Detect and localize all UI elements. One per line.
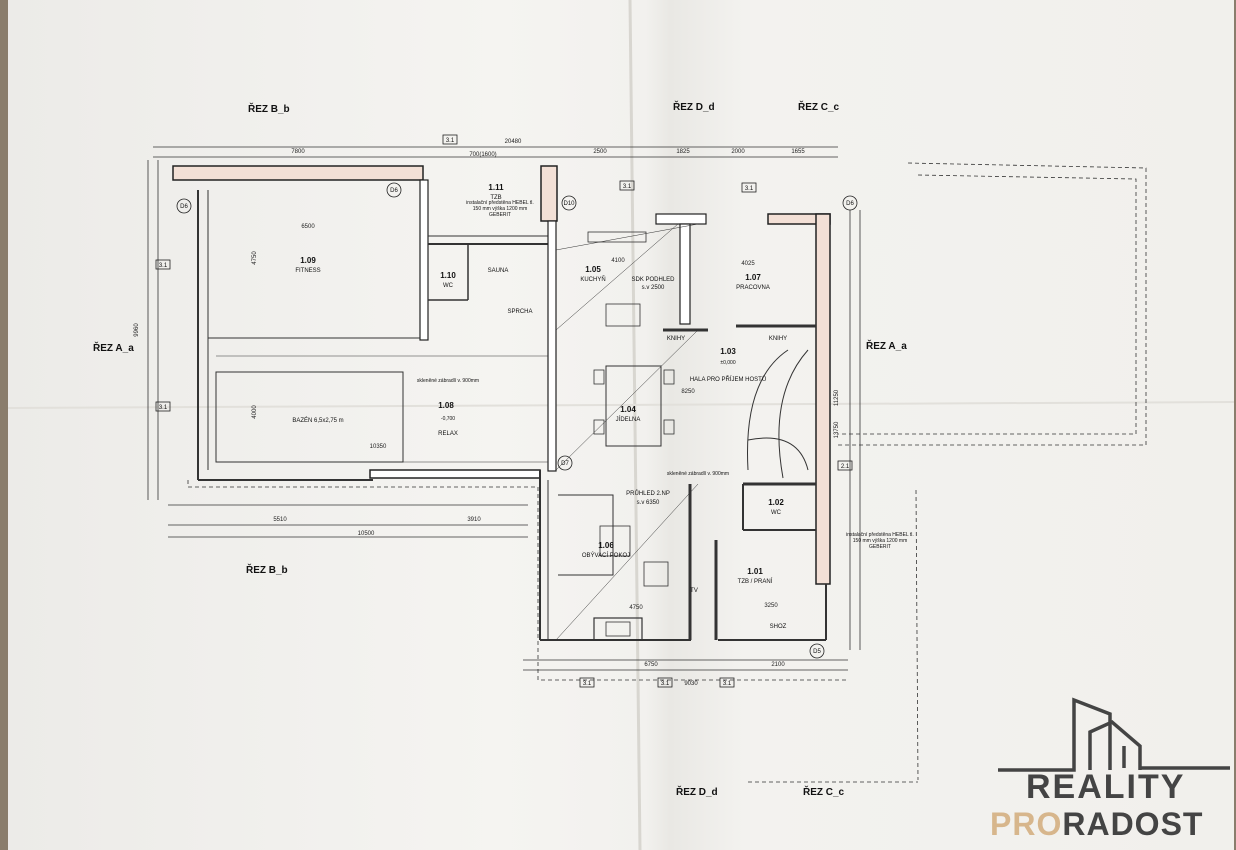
section-mark-a-left: ŘEZ A_a <box>93 341 134 354</box>
dim-text: 4750 <box>252 251 258 265</box>
detail-mark: D7 <box>561 461 569 467</box>
room-name: WC <box>771 510 782 516</box>
dim-text: 2000 <box>731 149 745 155</box>
dim-text: 4750 <box>629 605 643 611</box>
label-pruhled-level: s.v 6350 <box>637 500 660 506</box>
section-mark-b-bottom: ŘEZ B_b <box>246 563 288 576</box>
section-mark-a-right: ŘEZ A_a <box>866 339 907 352</box>
room-name: HALA PRO PŘÍJEM HOSTŮ <box>690 375 766 383</box>
dim-text: 13750 <box>834 421 840 438</box>
grid-mark: 3.1 <box>723 681 732 687</box>
room-name: WC <box>443 283 454 289</box>
detail-mark: D6 <box>180 204 188 210</box>
detail-mark: D6 <box>846 201 854 207</box>
dim-text: 2100 <box>771 662 785 668</box>
logo-line-proradost: PRORADOST <box>990 806 1203 843</box>
room-name: OBÝVACÍ POKOJ <box>582 552 630 559</box>
dim-text: 1825 <box>676 149 690 155</box>
label-relax: RELAX <box>438 431 458 437</box>
room-number: 1.03 <box>720 347 736 356</box>
room-name: BAZÉN 6,5x2,75 m <box>292 417 343 424</box>
dim-text: 9960 <box>134 323 140 337</box>
blueprint-paper: ŘEZ B_b ŘEZ D_d ŘEZ C_c ŘEZ A_a ŘEZ A_a … <box>8 0 1234 850</box>
note-hebel-top: instalační předstěna HEBEL tl. 150 mm vý… <box>466 200 534 218</box>
dim-text: 5510 <box>273 517 287 523</box>
label-knihy: KNIHY <box>667 336 685 342</box>
room-name: TZB <box>490 195 501 201</box>
room-number: 1.04 <box>620 405 636 414</box>
dim-text: 7800 <box>291 149 305 155</box>
logo-radost: RADOST <box>1062 806 1204 842</box>
dim-text: 4025 <box>741 261 755 267</box>
floor-plan: ŘEZ B_b ŘEZ D_d ŘEZ C_c ŘEZ A_a ŘEZ A_a … <box>8 0 1234 850</box>
room-number: 1.07 <box>745 273 761 282</box>
dim-text: 8250 <box>681 389 695 395</box>
note-hebel-right: instalační předstěna HEBEL tl. 150 mm vý… <box>846 532 914 550</box>
grid-mark: 3.1 <box>583 681 592 687</box>
label-sprcha: SPRCHA <box>507 309 532 315</box>
dim-text: 6750 <box>644 662 658 668</box>
room-name: JÍDELNA <box>616 416 641 423</box>
dim-text: 3910 <box>467 517 481 523</box>
room-name: PRACOVNA <box>736 285 770 291</box>
dim-text: 4000 <box>252 405 258 419</box>
dim-text: 6500 <box>301 224 315 230</box>
label-tv: TV <box>690 588 698 594</box>
dim-text: 3250 <box>764 603 778 609</box>
room-name: KUCHYŇ <box>580 276 605 283</box>
label-sauna: SAUNA <box>488 268 509 274</box>
detail-mark: D5 <box>813 649 821 655</box>
room-number: 1.01 <box>747 567 763 576</box>
label-sdk-level: s.v 2500 <box>642 285 665 291</box>
room-number: 1.11 <box>488 183 504 192</box>
label-shoz: SHOZ <box>770 624 787 630</box>
house-logo-icon <box>998 697 1230 772</box>
label-knihy: KNIHY <box>769 336 787 342</box>
dim-text: 10500 <box>358 531 375 537</box>
grid-mark: 3.1 <box>623 184 632 190</box>
label-pruhled: PRŮHLED 2.NP <box>626 490 670 497</box>
dim-text: 9030 <box>684 681 698 687</box>
dim-text: 700(1600) <box>469 152 496 158</box>
level-relax: -0,700 <box>441 416 455 422</box>
dim-text: 2500 <box>593 149 607 155</box>
dim-text: 1655 <box>791 149 805 155</box>
section-mark-c-bottom: ŘEZ C_c <box>803 785 845 798</box>
section-mark-d-bottom: ŘEZ D_d <box>676 785 718 798</box>
room-number: 1.10 <box>440 271 456 280</box>
grid-mark: 2.1 <box>841 464 850 470</box>
dim-text: 4100 <box>611 258 625 264</box>
room-name: FITNESS <box>295 268 320 274</box>
room-number: 1.02 <box>768 498 784 507</box>
dim-text: 20480 <box>505 139 522 145</box>
room-name: TZB / PRANÍ <box>738 578 773 585</box>
section-mark-d-top: ŘEZ D_d <box>673 100 715 113</box>
label-sdk: SDK PODHLED <box>631 277 675 283</box>
dim-text: 11250 <box>834 389 840 406</box>
logo-line-reality: REALITY <box>1026 768 1186 806</box>
detail-mark: D10 <box>563 201 575 207</box>
room-number: 1.09 <box>300 256 316 265</box>
fold-line <box>8 401 1234 409</box>
grid-mark: 3.1 <box>159 405 168 411</box>
room-number: 1.08 <box>438 401 454 410</box>
grid-mark: 3.1 <box>446 138 455 144</box>
label-railing: skleněné zábradlí v. 900mm <box>667 471 729 477</box>
level-hala: ±0,000 <box>720 360 735 366</box>
section-mark-c-top: ŘEZ C_c <box>798 100 840 113</box>
room-number: 1.06 <box>598 541 614 550</box>
fold-line <box>628 0 642 850</box>
room-number: 1.05 <box>585 265 601 274</box>
dim-text: 10350 <box>370 444 387 450</box>
grid-mark: 3.1 <box>661 681 670 687</box>
brand-logo: REALITY PRORADOST <box>988 694 1228 844</box>
detail-mark: D6 <box>390 188 398 194</box>
logo-pro: PRO <box>990 806 1063 842</box>
section-mark-b-top: ŘEZ B_b <box>248 102 290 115</box>
label-railing: skleněné zábradlí v. 900mm <box>417 378 479 384</box>
grid-mark: 3.1 <box>159 263 168 269</box>
grid-mark: 3.1 <box>745 186 754 192</box>
